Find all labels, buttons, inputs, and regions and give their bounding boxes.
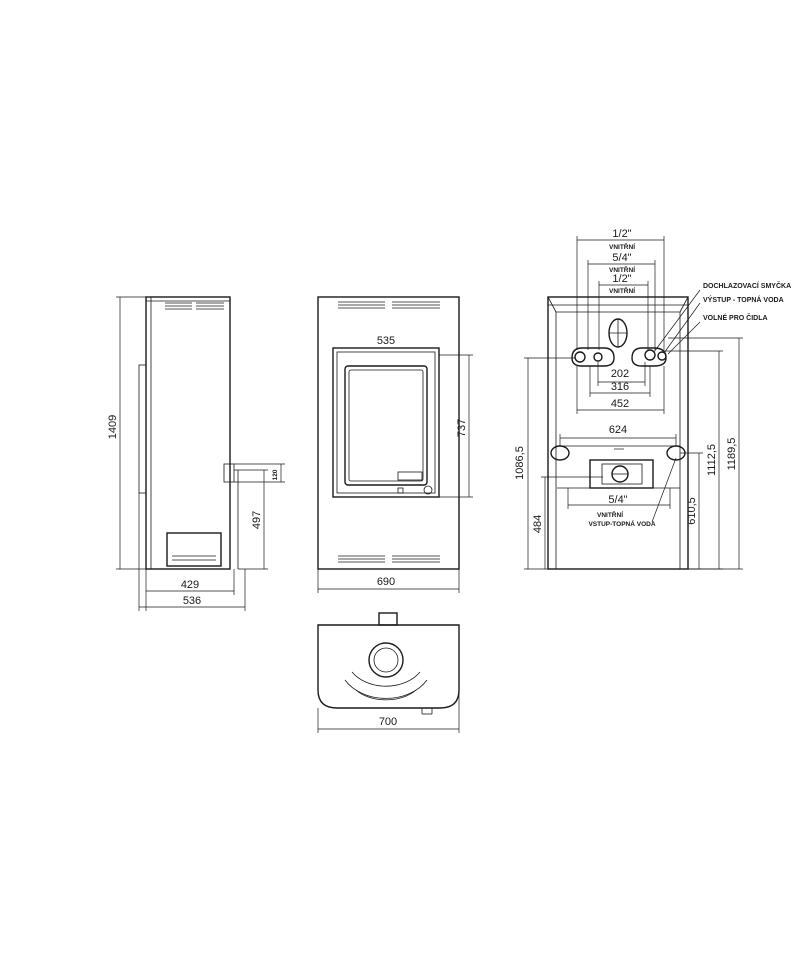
dim-back-6105: 610,5 xyxy=(686,497,698,525)
side-flue-stub xyxy=(223,463,235,483)
front-top-vents xyxy=(338,301,440,309)
dim-side-flue-offset: 120 xyxy=(272,469,279,480)
top-vent-arc-2 xyxy=(344,679,428,699)
top-flue-stub xyxy=(378,612,398,626)
dim-front-glass-width: 535 xyxy=(377,335,395,347)
dim-back-624: 624 xyxy=(609,424,627,436)
dim-side-depth-inner: 429 xyxy=(181,579,199,591)
label-vystup: VÝSTUP - TOPNÁ VODA xyxy=(703,295,784,304)
label-vnitrni-4: VNITŘNÍ xyxy=(597,510,623,519)
side-body xyxy=(145,296,231,570)
dim-side-height: 1409 xyxy=(107,415,119,439)
back-connector-left xyxy=(571,347,615,367)
dim-top-width: 700 xyxy=(379,716,397,728)
dim-back-452: 452 xyxy=(611,398,629,410)
dim-back-1112: 1112,5 xyxy=(706,444,718,476)
front-door-handle xyxy=(397,471,423,481)
dim-back-484: 484 xyxy=(532,515,544,533)
dim-front-glass-height: 737 xyxy=(456,419,468,437)
front-bottom-vents xyxy=(338,555,440,563)
top-view: 700 xyxy=(317,612,460,733)
dim-front-width: 690 xyxy=(377,576,395,588)
top-vent-arc-1 xyxy=(351,671,421,687)
side-ash-drawer xyxy=(166,532,222,567)
front-logo-icon xyxy=(423,485,433,495)
side-door-edge xyxy=(138,364,147,494)
label-vnitrni-3: VNITŘNÍ xyxy=(609,286,635,295)
label-vnitrni-2: VNITŘNÍ xyxy=(609,265,635,274)
dim-back-316: 316 xyxy=(611,381,629,393)
side-top-vents xyxy=(165,302,224,310)
top-vent-arc-3 xyxy=(355,689,417,701)
dim-back-pipe-3: 1/2" xyxy=(612,273,631,285)
dim-back-1189: 1189,5 xyxy=(726,438,738,471)
back-view: 1/2" VNITŘNÍ 5/4" VNITŘNÍ 1/2" VNITŘNÍ D… xyxy=(514,228,791,570)
dim-back-pipe-2: 5/4" xyxy=(612,252,631,264)
front-glass xyxy=(344,365,428,486)
dim-back-lower-pipe: 5/4" xyxy=(608,494,627,506)
front-body xyxy=(317,296,460,570)
dim-side-depth-total: 536 xyxy=(183,595,201,607)
label-dochlazovaci: DOCHLAZOVACÍ SMYČKA xyxy=(703,281,791,290)
side-view: 1409 497 120 429 536 xyxy=(107,296,285,611)
label-vnitrni-1: VNITŘNÍ xyxy=(609,242,635,251)
front-view: 535 737 690 xyxy=(317,296,473,593)
back-body xyxy=(547,296,689,570)
dim-back-202: 202 xyxy=(611,368,629,380)
label-vstup: VSTUP-TOPNÁ VODA xyxy=(588,519,655,528)
back-lower-connector-left xyxy=(550,445,570,461)
dim-back-pipe-1: 1/2" xyxy=(612,228,631,240)
dim-side-flue-height: 497 xyxy=(251,511,263,529)
dim-back-1086: 1086,5 xyxy=(514,446,526,480)
label-volne: VOLNÉ PRO ČIDLA xyxy=(703,313,768,322)
top-flue-circle xyxy=(368,642,404,678)
top-body xyxy=(317,624,460,709)
